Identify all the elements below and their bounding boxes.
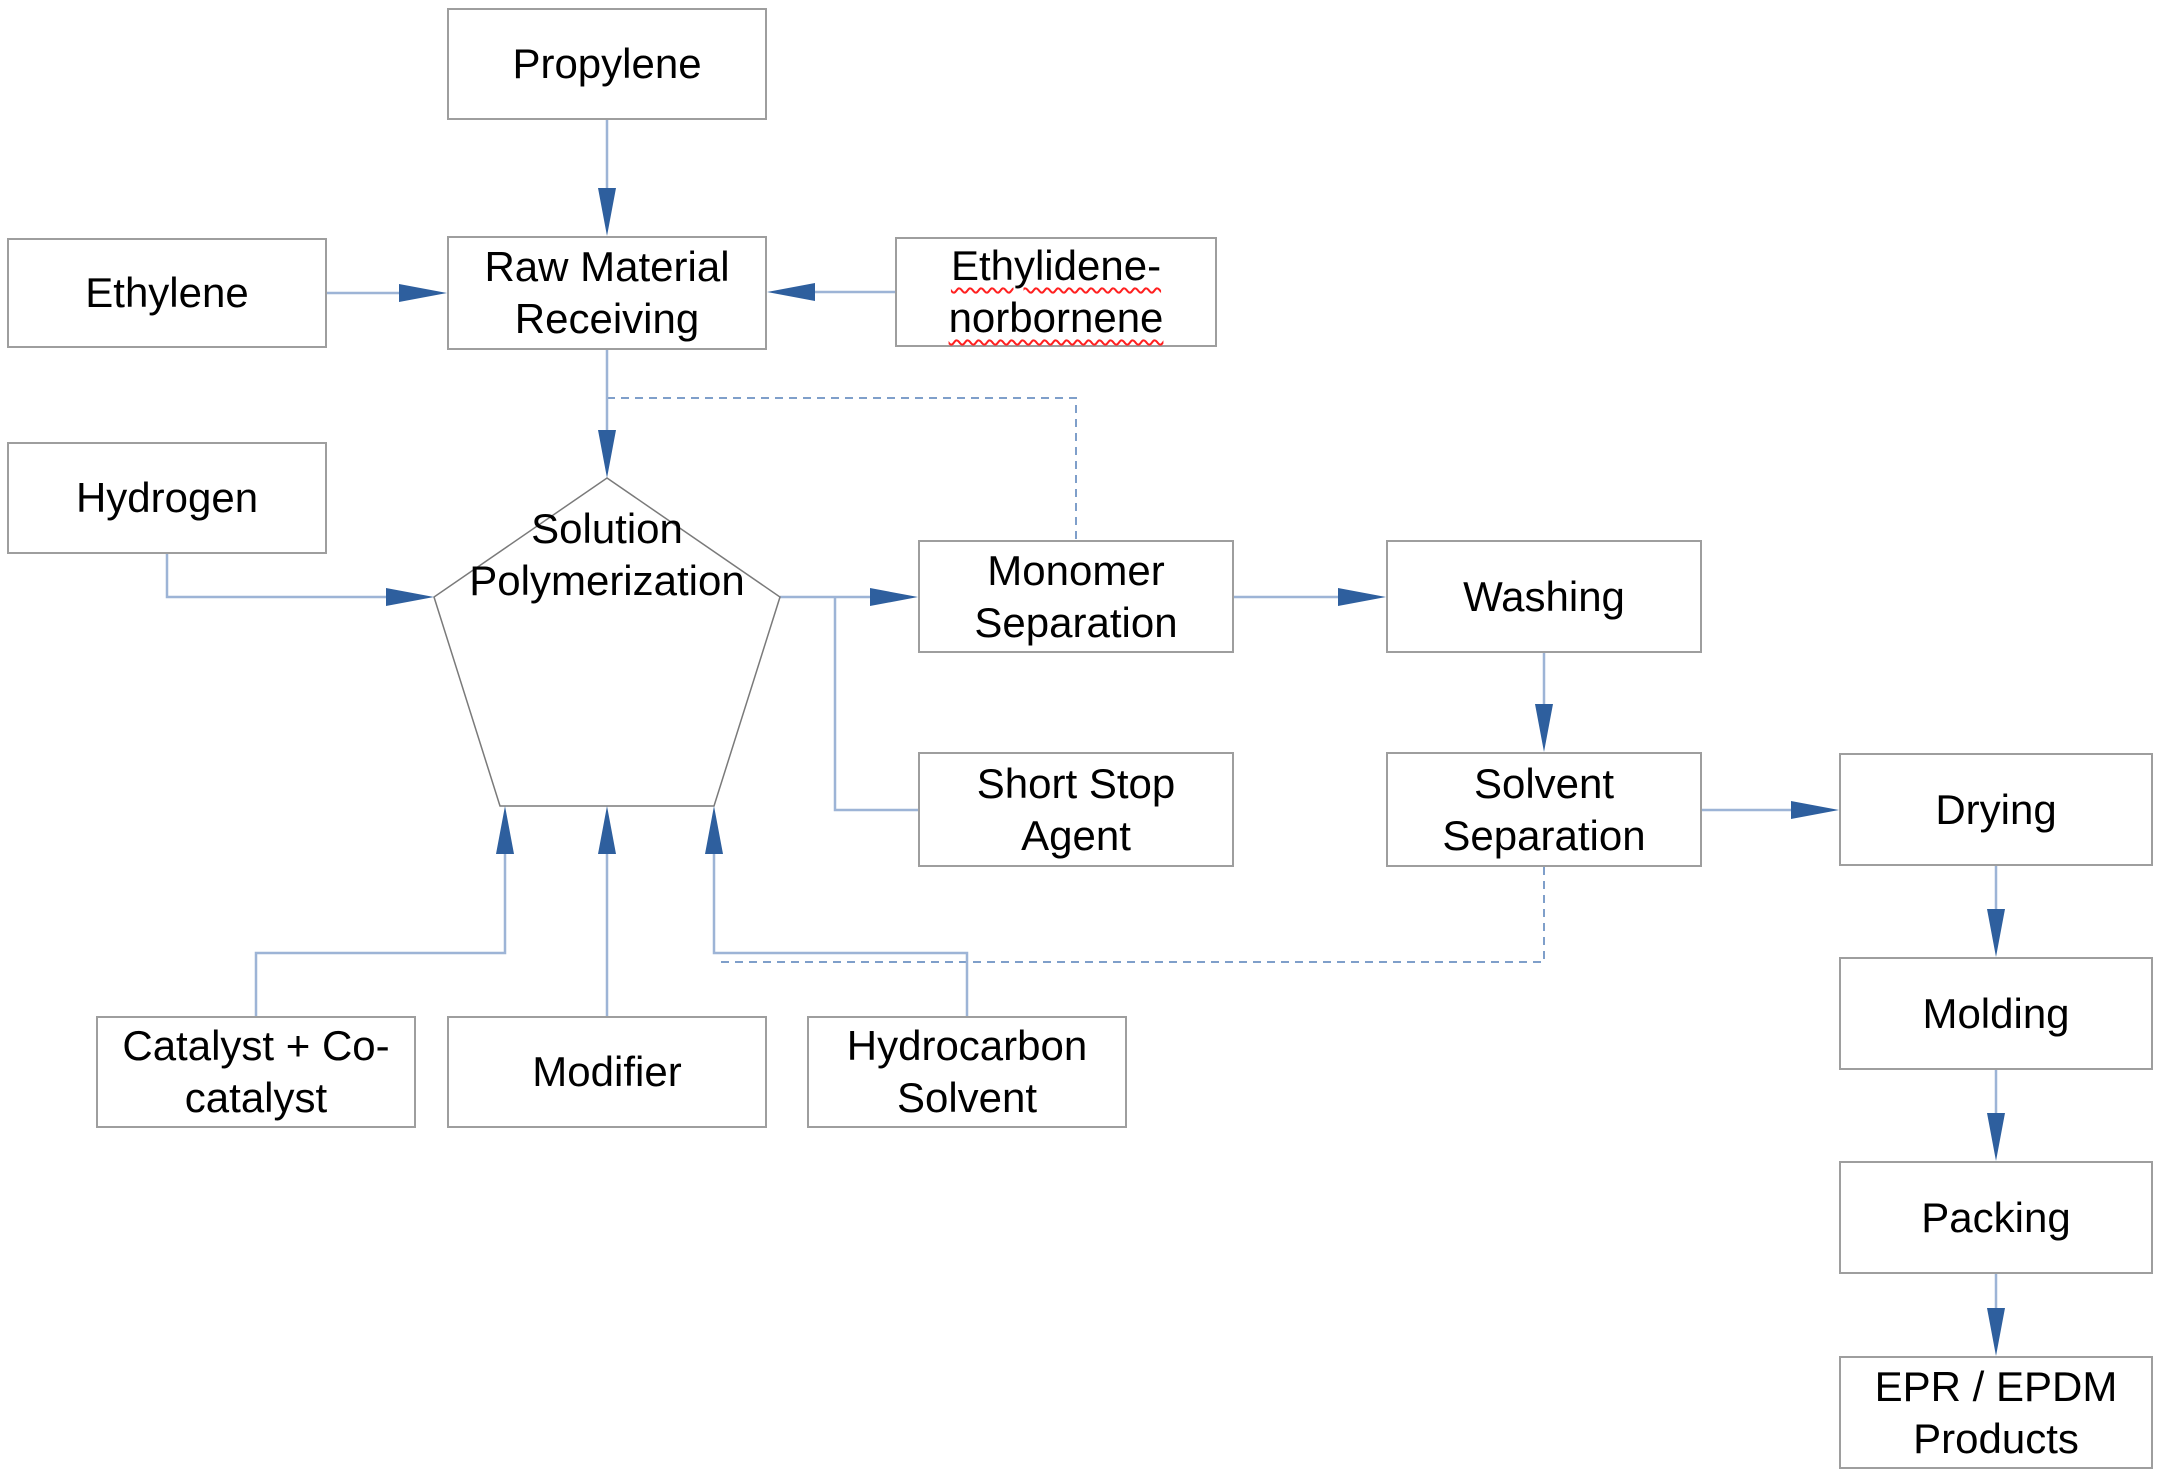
arrowhead-down-into-rawmaterial <box>598 188 616 236</box>
arrowhead-right-into-monomersep <box>870 588 918 606</box>
node-modifier-label: Modifier <box>532 1048 682 1095</box>
node-raw-material-receiving: Raw Material Receiving <box>447 236 767 350</box>
connector-shortstop-merge <box>833 597 918 812</box>
node-drying-label: Drying <box>1935 785 2057 833</box>
node-catalyst-cocatalyst-label: Catalyst + Co-catalyst <box>122 1022 390 1121</box>
arrowhead-up-from-modifier <box>598 806 616 854</box>
connector-hydrogen-to-polymerization <box>165 554 386 599</box>
node-solvent-separation: Solvent Separation <box>1386 752 1702 867</box>
node-monomer-separation: Monomer Separation <box>918 540 1234 653</box>
arrowhead-up-from-catalyst <box>496 806 514 854</box>
node-ethylidene-norbornene-label: Ethylidene-norbornene <box>948 242 1164 341</box>
arrowhead-down-into-products <box>1987 1308 2005 1356</box>
node-propylene-label: Propylene <box>512 40 702 87</box>
node-monomer-separation-label: Monomer Separation <box>974 546 1178 646</box>
connector-catalyst-to-polymerization <box>254 854 507 1016</box>
node-drying: Drying <box>1839 753 2153 866</box>
arrowhead-left-into-rawmaterial <box>767 283 815 301</box>
node-hydrocarbon-solvent-label: Hydrocarbon Solvent <box>846 1022 1088 1121</box>
node-molding: Molding <box>1839 957 2153 1070</box>
arrowhead-up-from-hydrocarbon <box>705 806 723 854</box>
node-washing-label: Washing <box>1463 572 1625 620</box>
node-solution-polymerization-label: Solution Polymerization <box>469 505 745 604</box>
node-catalyst-cocatalyst: Catalyst + Co-catalyst <box>96 1016 416 1128</box>
node-short-stop-agent: Short Stop Agent <box>918 752 1234 867</box>
node-ethylidene-norbornene: Ethylidene-norbornene <box>895 237 1217 347</box>
arrowhead-right-into-rawmaterial <box>399 284 447 302</box>
node-washing: Washing <box>1386 540 1702 653</box>
node-short-stop-agent-label: Short Stop Agent <box>976 759 1176 859</box>
node-ethylene-label: Ethylene <box>85 269 249 316</box>
connector-hydrocarbon-to-polymerization <box>712 854 969 1016</box>
node-modifier: Modifier <box>447 1016 767 1128</box>
node-solvent-separation-label: Solvent Separation <box>1442 759 1646 859</box>
arrowhead-right-into-washing <box>1338 588 1386 606</box>
arrowhead-down-into-packing <box>1987 1113 2005 1161</box>
node-raw-material-receiving-label: Raw Material Receiving <box>484 243 730 342</box>
arrowhead-down-into-molding <box>1987 909 2005 957</box>
node-hydrogen-label: Hydrogen <box>75 474 259 521</box>
arrowhead-down-into-polymerization <box>598 430 616 478</box>
node-ethylene: Ethylene <box>7 238 327 348</box>
arrowhead-right-into-drying <box>1791 801 1839 819</box>
node-hydrogen: Hydrogen <box>7 442 327 554</box>
node-hydrocarbon-solvent: Hydrocarbon Solvent <box>807 1016 1127 1128</box>
node-molding-label: Molding <box>1922 989 2070 1037</box>
arrowhead-right-into-polymerization <box>386 588 434 606</box>
node-epr-epdm-products-label: EPR / EPDM Products <box>1874 1362 2118 1462</box>
node-propylene: Propylene <box>447 8 767 120</box>
node-epr-epdm-products: EPR / EPDM Products <box>1839 1356 2153 1469</box>
arrowhead-down-into-solventsep <box>1535 704 1553 752</box>
dashed-line-solvent-recycle <box>716 867 1545 963</box>
node-packing-label: Packing <box>1921 1193 2071 1241</box>
node-packing: Packing <box>1839 1161 2153 1274</box>
dashed-line-monomer-recycle <box>607 397 1077 540</box>
